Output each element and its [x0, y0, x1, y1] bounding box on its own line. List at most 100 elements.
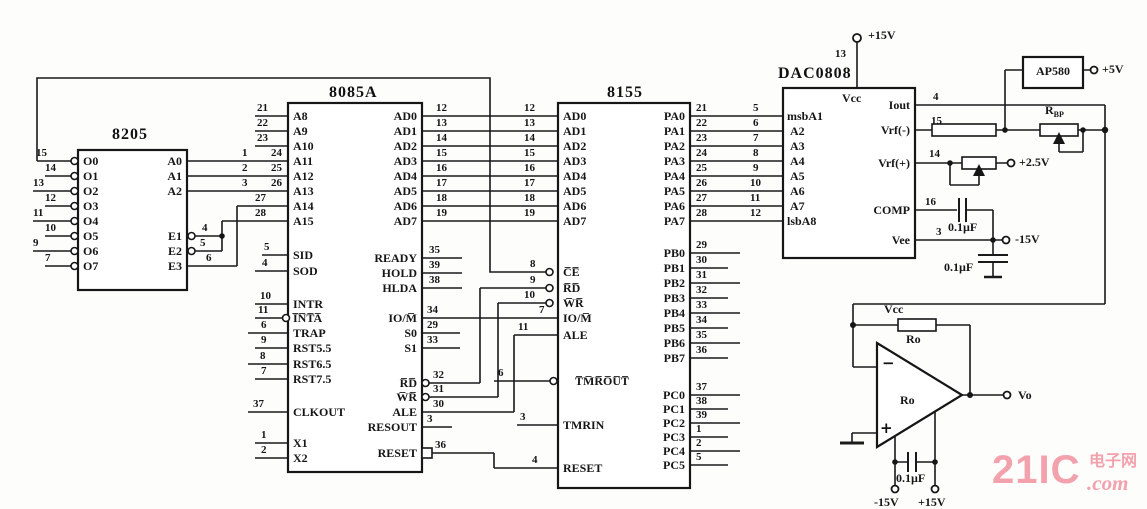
rbp-label: RBP — [1045, 104, 1064, 119]
pin-label: A1 — [167, 169, 182, 183]
cap-label-vee: 0.1µF — [944, 260, 974, 274]
pin-number: 7 — [539, 304, 545, 316]
terminal-plus15v-top — [852, 33, 862, 43]
chip-8085a-box — [286, 101, 424, 474]
opamp-plus-input: + — [880, 419, 893, 437]
pin-number: 4 — [933, 91, 939, 103]
pin-label: PB1 — [663, 261, 685, 275]
pin-label: AD7 — [393, 214, 417, 228]
pin-label: A11 — [293, 154, 314, 168]
pin-number: 28 — [255, 207, 266, 219]
pin-label: INTR — [293, 297, 324, 311]
cpu-left-wires — [248, 115, 288, 459]
pin-number: 21 — [257, 102, 268, 114]
power-label-plus15v-bot: +15V — [918, 495, 946, 509]
bus-number: 14 — [436, 132, 447, 144]
pin-label: A2 — [790, 124, 805, 138]
pin-number: 10 — [45, 222, 56, 234]
control-wires — [422, 287, 558, 469]
pin-label: PA7 — [663, 214, 685, 228]
pin-number: 30 — [696, 254, 707, 266]
pin-number: 5 — [200, 237, 206, 249]
output-label-vo: Vo — [1018, 388, 1032, 402]
pin-label: E1 — [167, 229, 182, 243]
pin-number: 30 — [433, 398, 444, 410]
pin-number: 24 — [271, 147, 282, 159]
pin-label: PC2 — [663, 416, 685, 430]
pin-number: 22 — [696, 117, 707, 129]
pin-label: msbA1 — [787, 109, 824, 123]
pin-number: 9 — [261, 334, 267, 346]
pin-label: COMP — [873, 203, 910, 217]
pin-number: 1 — [242, 147, 248, 159]
pin-label: AD6 — [563, 199, 587, 213]
pin-label: AD3 — [563, 154, 587, 168]
pin-number: 33 — [427, 334, 438, 346]
dac-right-wires — [856, 42, 1106, 304]
chip-bodies — [76, 55, 1085, 490]
pin-number: 7 — [261, 365, 267, 377]
pin-label: AD6 — [393, 199, 417, 213]
pin-number: 39 — [696, 409, 707, 421]
opamp-triangle — [875, 341, 965, 449]
pin-label: C̅E̅ — [563, 265, 580, 279]
pin-number: 29 — [427, 319, 438, 331]
pin-label: PA2 — [663, 139, 685, 153]
pin-number: 10 — [750, 177, 761, 189]
pin-number: 12 — [45, 192, 56, 204]
pin-number: 13 — [835, 48, 846, 60]
bus-number: 17 — [436, 177, 447, 189]
pin-number: 12 — [750, 207, 761, 219]
pin-number: 36 — [696, 344, 707, 356]
pin-label: IO/M̅ — [563, 311, 592, 325]
pin-label: ALE — [563, 328, 588, 342]
pin-number: 8 — [753, 147, 759, 159]
pin-label: PB5 — [663, 321, 685, 335]
terminal-plus15v-bot — [930, 484, 940, 494]
chip-ap580-box — [1021, 55, 1085, 90]
pin-number: 27 — [255, 192, 266, 204]
pin-number: 5 — [264, 241, 270, 253]
pin-label: ALE — [392, 405, 417, 419]
supply-capacitor — [907, 452, 917, 472]
feedback-resistor — [897, 318, 937, 332]
watermark-com: .com — [1087, 471, 1129, 495]
pin-label: E3 — [167, 259, 182, 273]
bus-number: 16 — [436, 162, 447, 174]
pin-label: A3 — [790, 139, 805, 153]
pin-number: 9 — [753, 162, 759, 174]
vref-wiper-arrow — [973, 164, 985, 176]
pin-label: X2 — [293, 451, 308, 465]
pin-label: R̅D̅ — [399, 376, 417, 390]
pin-number: 31 — [433, 383, 444, 395]
pin-label: A15 — [293, 214, 314, 228]
pin-label: O4 — [83, 214, 99, 228]
pin-number: 39 — [429, 259, 440, 271]
chip-8205-box — [76, 148, 189, 292]
pin-label: PB3 — [663, 291, 685, 305]
pin-label: PC3 — [663, 430, 685, 444]
bus-number: 15 — [524, 147, 535, 159]
pin-label: A6 — [790, 184, 805, 198]
pin-number: 26 — [271, 177, 282, 189]
pin-label: AD4 — [563, 169, 587, 183]
pin-number: 27 — [696, 192, 707, 204]
pin-label: A7 — [790, 199, 805, 213]
pin-label: T̅M̅R̅O̅U̅T̅ — [575, 374, 629, 388]
pin-label: A4 — [790, 154, 805, 168]
pin-label: R̅D̅ — [563, 281, 581, 295]
pin-number: 15 — [931, 115, 942, 127]
pin-label: PC1 — [663, 402, 685, 416]
pin-number: 23 — [257, 132, 268, 144]
pin-number: 36 — [435, 439, 446, 451]
bus-number: 15 — [436, 147, 447, 159]
pin-label: RST7.5 — [293, 372, 332, 386]
pin-label: S0 — [404, 326, 417, 340]
pin-number: 11 — [33, 207, 44, 219]
pin-label: O5 — [83, 229, 99, 243]
pin-number: 4 — [262, 257, 268, 269]
pin-number: 2 — [261, 444, 267, 456]
pin-label: AD0 — [563, 109, 587, 123]
pin-number: 23 — [696, 132, 707, 144]
